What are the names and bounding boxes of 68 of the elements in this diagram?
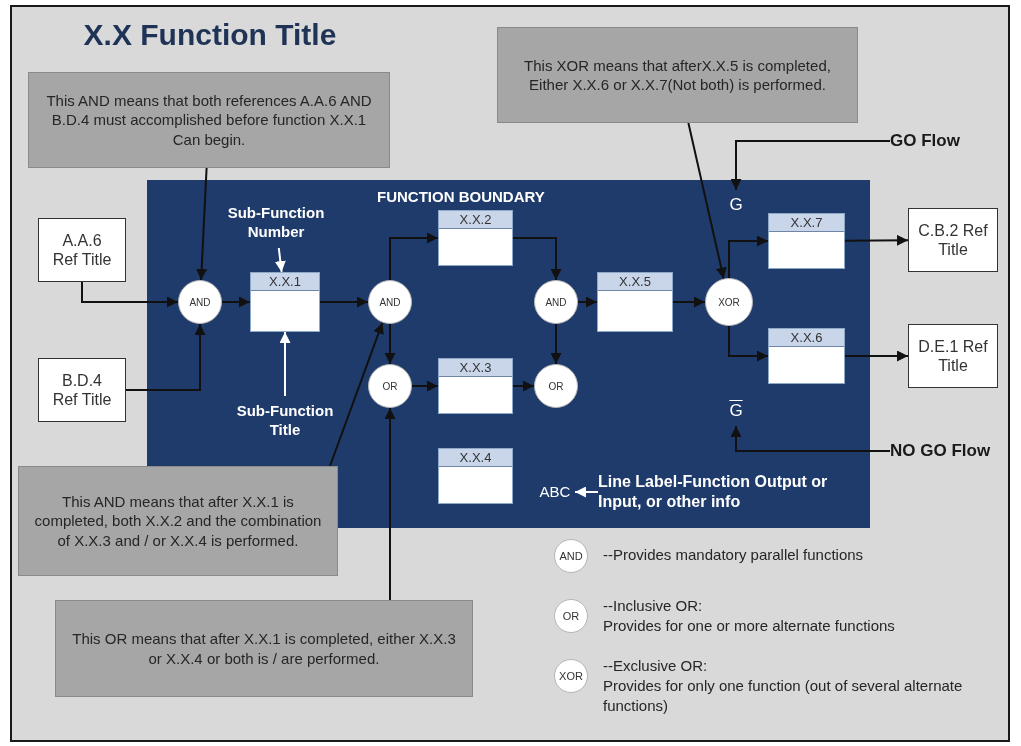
legend-description: Provides for one or more alternate functions (603, 616, 896, 636)
function-box (438, 210, 513, 266)
function-box (250, 272, 320, 332)
gate-circle: AND (178, 280, 222, 324)
annotation-label: Line Label-Function Output or Input, or other info (598, 466, 863, 518)
arrow (550, 323, 562, 365)
arrow (672, 296, 706, 308)
function-number: X.X.2 (439, 211, 512, 229)
flow-label: GO Flow (890, 128, 990, 154)
function-number: X.X.3 (439, 359, 512, 377)
arrow (844, 234, 909, 246)
leader-arrow (196, 167, 208, 281)
reference-box: C.B.2 Ref Title (908, 208, 998, 272)
function-number: X.X.1 (251, 273, 319, 291)
gate-circle: AND (534, 280, 578, 324)
arrow (730, 140, 891, 191)
arrow (577, 296, 598, 308)
function-box (768, 213, 845, 269)
arrow (221, 296, 251, 308)
diagram-title: X.X Function Title (82, 18, 338, 52)
legend-description: --Inclusive OR: (603, 596, 704, 616)
flow-label: NO GO Flow (890, 438, 1006, 464)
boundary-title: FUNCTION BOUNDARY (377, 188, 545, 205)
function-box (438, 448, 513, 504)
leader-arrow (274, 247, 286, 273)
reference-box: D.E.1 Ref Title (908, 324, 998, 388)
arrow (125, 323, 206, 391)
legend-description: --Exclusive OR: (603, 656, 709, 676)
function-number: X.X.6 (769, 329, 844, 347)
reference-box: B.D.4 Ref Title (38, 358, 126, 422)
note-box: This OR means that after X.X.1 is completed, either X.X.3 or X.X.4 or both is / are performed. (55, 600, 473, 697)
gate-circle: AND (368, 280, 412, 324)
arrow (512, 237, 562, 281)
legend-description: --Provides mandatory parallel functions (603, 545, 865, 565)
arrow (384, 323, 396, 365)
note-box: This XOR means that afterX.X.5 is completed, Either X.X.6 or X.X.7(Not both) is performed. (497, 27, 858, 123)
note-box: This AND means that after X.X.1 is completed, both X.X.2 and the combination of X.X.3 and / or X.X.4 is performed. (18, 466, 338, 576)
arrow (319, 296, 369, 308)
leader-arrow (687, 122, 727, 280)
arrow (730, 425, 891, 452)
reference-box: A.A.6 Ref Title (38, 218, 126, 282)
legend-description: Provides for only one function (out of several alternate functions) (603, 676, 964, 715)
annotation-label: Sub-Function Number (221, 198, 331, 248)
signal-label: G (724, 396, 748, 426)
signal-label: G (724, 190, 748, 220)
leader-arrow (384, 407, 396, 601)
gate-circle: XOR (705, 278, 753, 326)
leader-arrow (329, 321, 384, 467)
function-number: X.X.7 (769, 214, 844, 232)
gate-circle: OR (534, 364, 578, 408)
arrow (389, 232, 439, 281)
annotation-label: Sub-Function Title (232, 396, 338, 446)
leader-arrow (574, 486, 599, 498)
leader-arrow (279, 331, 291, 397)
function-number: X.X.4 (439, 449, 512, 467)
arrow (411, 380, 439, 392)
arrow (844, 350, 909, 362)
arrow (728, 325, 769, 362)
arrow (81, 281, 179, 308)
arrow (728, 235, 769, 279)
arrow (512, 380, 535, 392)
gate-circle: OR (368, 364, 412, 408)
function-box (597, 272, 673, 332)
note-box: This AND means that both references A.A.6 AND B.D.4 must accomplished before function X.X.1 Can begin. (28, 72, 390, 168)
line-label: ABC (535, 480, 575, 504)
function-number: X.X.5 (598, 273, 672, 291)
function-box (438, 358, 513, 414)
function-box (768, 328, 845, 384)
